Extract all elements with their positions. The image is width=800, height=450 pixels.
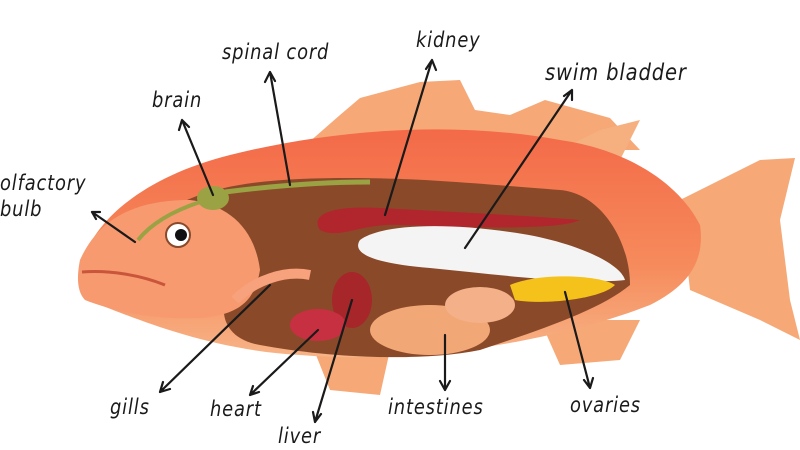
label-swim-bladder: swim bladder [545, 60, 687, 86]
kidney-organ [317, 207, 580, 234]
tail-fin [680, 158, 800, 340]
arrow-brain [177, 118, 215, 197]
label-kidney: kidney [416, 28, 481, 52]
label-intestines: intestines [388, 395, 484, 419]
label-heart: heart [210, 397, 262, 421]
heart-organ [290, 309, 346, 341]
arrow-swim-bladder [463, 88, 574, 250]
label-olfactory-bulb: olfactory bulb [0, 170, 86, 222]
label-spinal-cord: spinal cord [222, 40, 330, 64]
arrow-intestines [438, 333, 452, 392]
arrow-spinal-cord [263, 70, 292, 187]
brain-organ [197, 186, 229, 210]
label-brain: brain [152, 88, 203, 112]
olfactory-nerve [136, 200, 201, 242]
arrow-heart [248, 328, 320, 397]
label-bulb: bulb [0, 197, 43, 221]
swim-bladder-organ [358, 226, 625, 282]
mouth [81, 270, 166, 287]
leader-arrows [90, 58, 595, 424]
arrow-liver [311, 298, 354, 424]
label-liver: liver [278, 424, 322, 448]
label-ovaries: ovaries [570, 393, 641, 417]
fish-head [77, 200, 260, 319]
label-olfactory: olfactory [0, 171, 87, 195]
label-gills: gills [110, 395, 150, 419]
spinal-cord-organ [224, 179, 371, 195]
ovaries-organ [510, 276, 615, 302]
pupil [175, 229, 187, 241]
arrow-olfactory-bulb [90, 210, 137, 244]
arrow-kidney [383, 58, 438, 217]
gills-organ [231, 268, 311, 304]
arrow-ovaries [563, 290, 595, 390]
arrow-gills [158, 283, 272, 394]
